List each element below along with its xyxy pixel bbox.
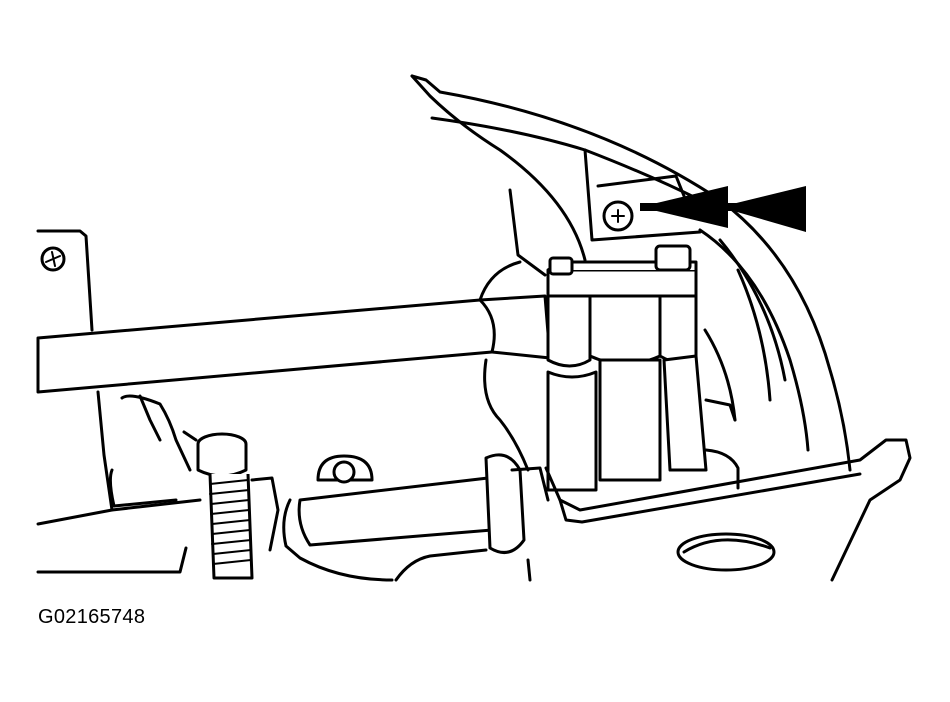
lower-rod xyxy=(297,453,550,554)
lower-left-frame xyxy=(36,394,394,582)
actuator-assembly xyxy=(546,244,740,492)
callout-arrow xyxy=(640,186,806,232)
linkage-lines xyxy=(394,260,532,582)
figure-id-label: G02165748 xyxy=(38,606,146,628)
left-mounting-plate xyxy=(36,229,114,512)
drive-rod xyxy=(36,294,552,394)
mounting-bracket xyxy=(544,438,912,582)
eyelet xyxy=(316,454,374,484)
screw-fastener xyxy=(602,200,634,232)
curved-shield-panel xyxy=(410,74,852,472)
bolt xyxy=(196,432,254,580)
